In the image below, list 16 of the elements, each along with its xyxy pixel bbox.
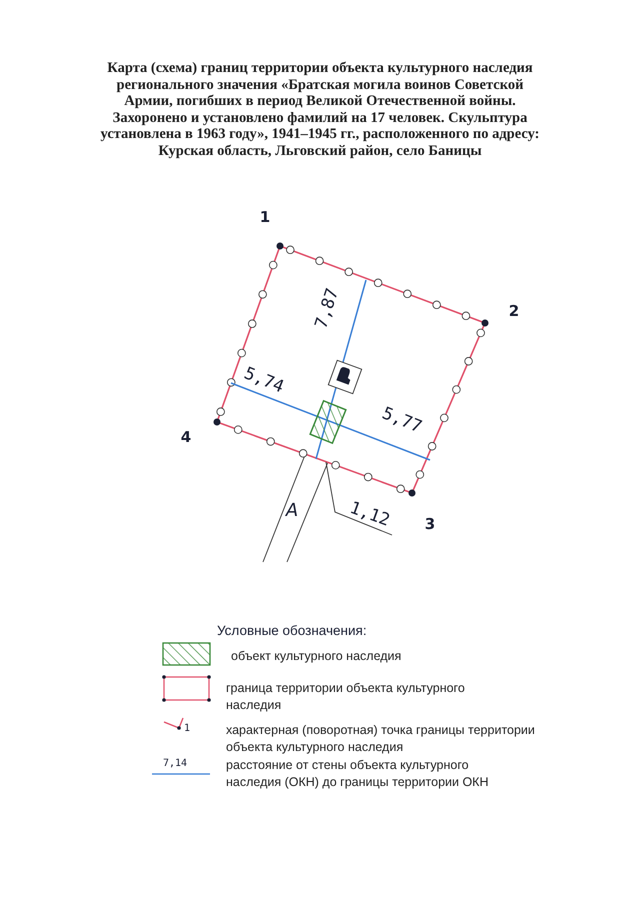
distance-label: 7,87 [311,286,344,332]
point-number: 2 [508,302,520,320]
legend-text: граница территории объекта культурного наследия [226,680,466,714]
legend-sample-number: 1 [184,723,190,734]
distance-label: 1,12 [347,498,392,531]
road-label: A [286,500,298,521]
legend-heading: Условные обозначения: [217,623,367,638]
map-title: Карта (схема) границ территории объекта культурного наследия регионального значения «Братская могила воинов Советской Армии, погибших в период Великой Отечественной войны. Захоронено и установлено фамилий на 17 человек. Скульптура установлена в 1963 году», 1941–1945 гг., расположенного по адресу: Курская область, Льговский район, село Баницы [100,60,540,159]
legend-text: объект культурного наследия [231,648,402,665]
legend-text: расстояние от стены объекта культурного наследия (ОКН) до границы территории ОКН [226,757,490,791]
distance-label: 5,77 [379,403,425,438]
distance-label: 5,74 [241,363,287,398]
legend-sample-distance: 7,14 [163,758,188,769]
point-number: 1 [260,208,270,226]
point-number: 3 [424,515,436,533]
point-number: 4 [180,428,192,446]
